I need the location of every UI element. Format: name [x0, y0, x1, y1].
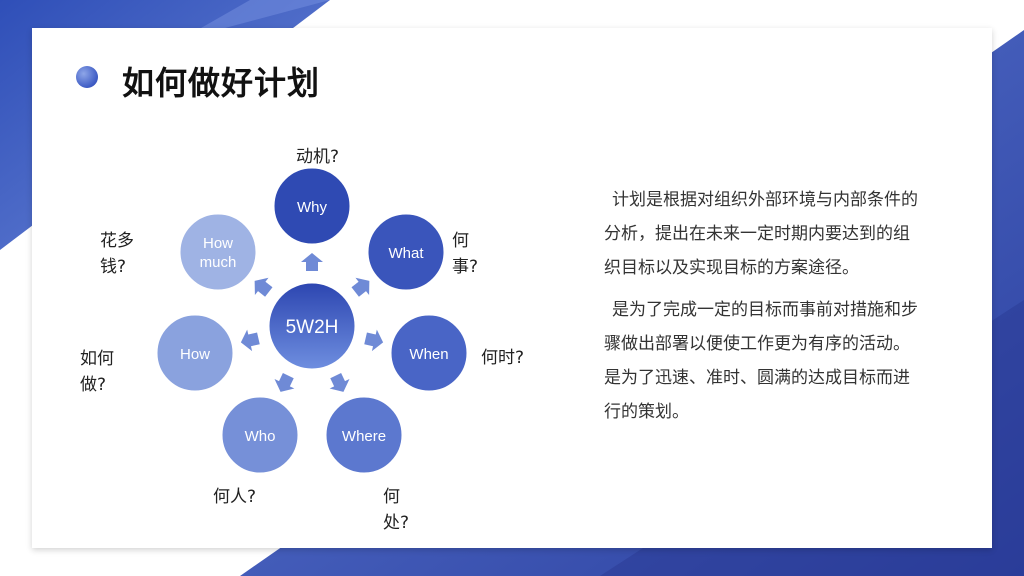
node-circle-how — [154, 312, 236, 394]
question-why: 动机? — [296, 147, 340, 167]
node-circle-why — [271, 165, 353, 247]
description-block: 计划是根据对组织外部环境与内部条件的分析，提出在未来一定时期内要达到的组织目标以… — [604, 183, 922, 437]
center-circle — [266, 280, 358, 372]
question-how-much: 花多钱? — [100, 231, 134, 277]
arrow-group — [240, 253, 384, 392]
arrow-who — [274, 373, 295, 392]
node-circle-where — [323, 394, 405, 476]
arrow-why — [301, 253, 323, 271]
node-label-where: Where — [342, 428, 386, 445]
arrow-how-much — [254, 277, 273, 297]
node-label-who: Who — [245, 428, 276, 445]
question-when: 何时? — [481, 348, 525, 368]
node-circle-how-much — [177, 211, 259, 293]
question-who: 何人? — [213, 487, 257, 507]
slide-title: 如何做好计划 — [122, 64, 321, 102]
arrow-when — [364, 329, 384, 352]
node-circle-what — [365, 211, 447, 293]
question-what: 何事? — [452, 231, 479, 277]
description-paragraph-1: 计划是根据对组织外部环境与内部条件的分析，提出在未来一定时期内要达到的组织目标以… — [604, 190, 918, 278]
node-label-when: When — [409, 346, 448, 363]
arrow-what — [351, 277, 370, 297]
center-label: 5W2H — [286, 317, 339, 338]
description-paragraph-2: 是为了完成一定的目标而事前对措施和步骤做出部署以便使工作更为有序的活动。是为了迅… — [604, 300, 918, 422]
node-label-what: What — [388, 245, 424, 262]
title-bullet-icon — [76, 66, 98, 88]
node-circle-who — [219, 394, 301, 476]
question-where: 何处? — [383, 487, 410, 533]
question-how: 如何做? — [80, 349, 114, 395]
node-circle-when — [388, 312, 470, 394]
node-label-how: How — [180, 346, 210, 363]
arrow-how — [240, 329, 260, 352]
node-label-why: Why — [297, 199, 328, 216]
slide-card — [32, 28, 992, 548]
arrow-where — [329, 373, 350, 392]
